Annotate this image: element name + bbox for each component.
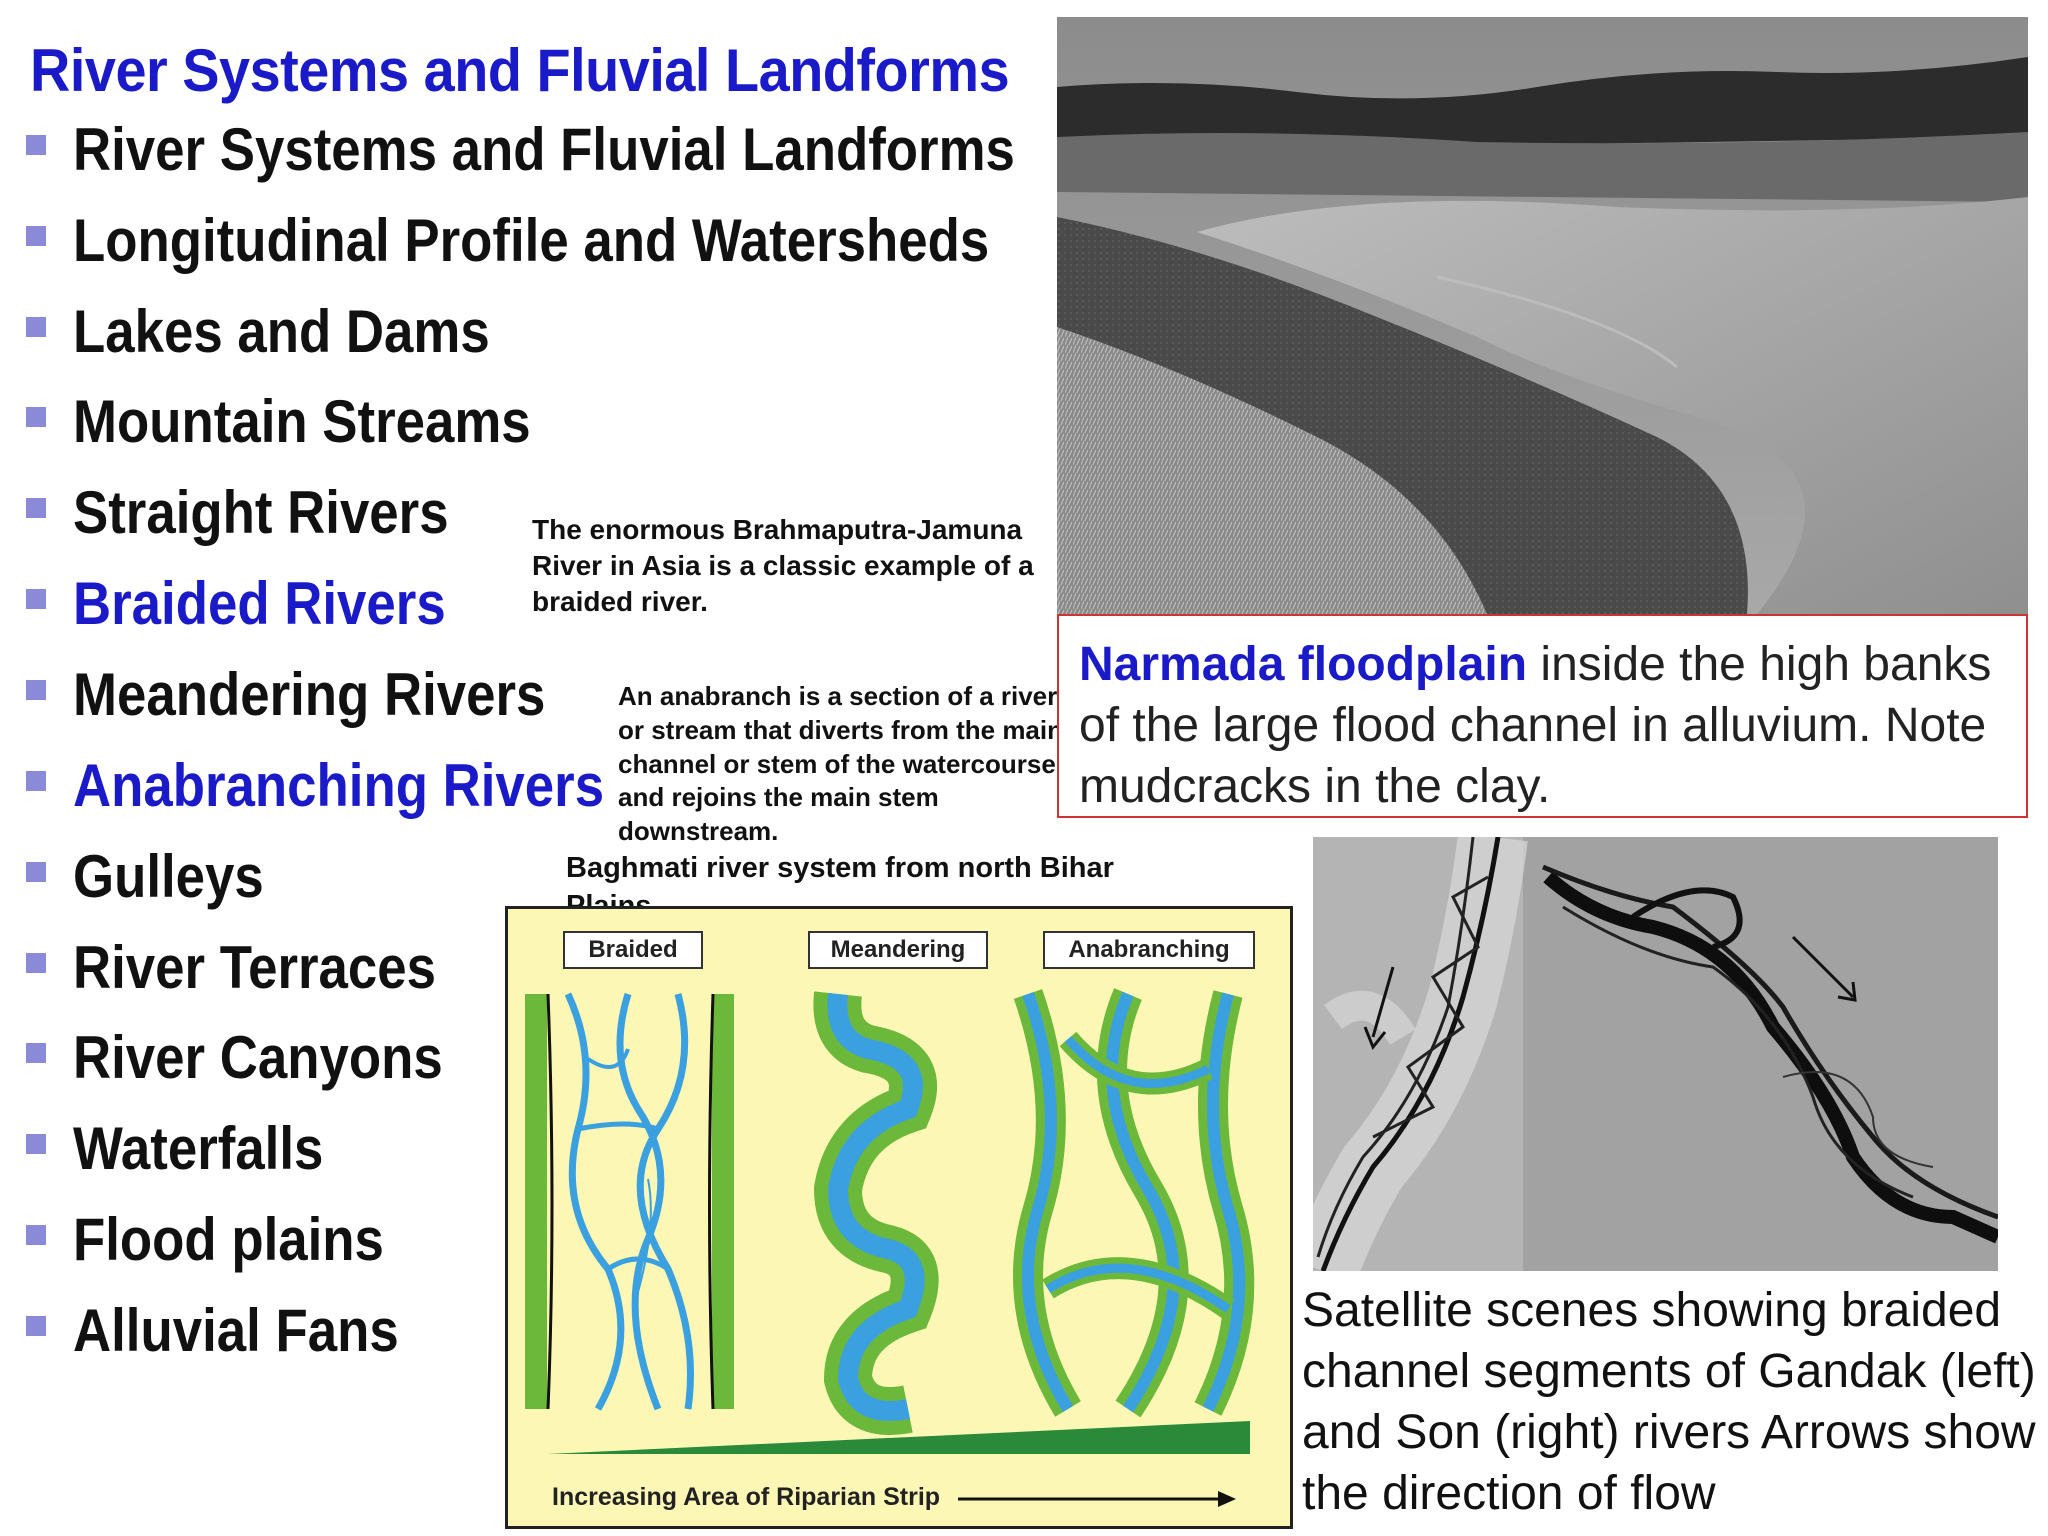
anabranching-label: Anabranching xyxy=(1043,931,1255,969)
bullet-square-icon xyxy=(26,771,46,791)
bullet-square-icon xyxy=(26,317,46,337)
bullet-square-icon xyxy=(26,135,46,155)
bullet-square-icon xyxy=(26,680,46,700)
narmada-floodplain-photo xyxy=(1057,17,2028,614)
satellite-caption: Satellite scenes showing braided channel… xyxy=(1302,1284,2036,1520)
anabranch-note: An anabranch is a section of a river or … xyxy=(618,681,1063,847)
riparian-strip-label: Increasing Area of Riparian Strip xyxy=(552,1483,941,1511)
bullet-square-icon xyxy=(26,1316,46,1336)
meandering-label: Meandering xyxy=(808,931,988,969)
photo-caption-highlight: Narmada floodplain xyxy=(1079,638,1528,691)
river-pattern-diagram: Braided Meandering Anabranching In xyxy=(505,906,1293,1529)
braided-label: Braided xyxy=(563,931,703,969)
bullet-square-icon xyxy=(26,589,46,609)
bullet-square-icon xyxy=(26,953,46,973)
bullet-square-icon xyxy=(26,862,46,882)
braided-river-note: The enormous Brahmaputra-Jamuna River in… xyxy=(532,514,1034,617)
bullet-square-icon xyxy=(26,1225,46,1245)
photo-caption: Narmada floodplain inside the high banks… xyxy=(1057,614,2028,818)
photo-caption-text: inside the high banks of the large flood… xyxy=(1079,638,1992,813)
slide-title: River Systems and Fluvial Landforms xyxy=(30,37,1010,104)
bullet-square-icon xyxy=(26,1043,46,1063)
bullet-square-icon xyxy=(26,1134,46,1154)
satellite-image xyxy=(1313,837,1998,1271)
bullet-square-icon xyxy=(26,226,46,246)
bullet-square-icon xyxy=(26,498,46,518)
bullet-square-icon xyxy=(26,407,46,427)
